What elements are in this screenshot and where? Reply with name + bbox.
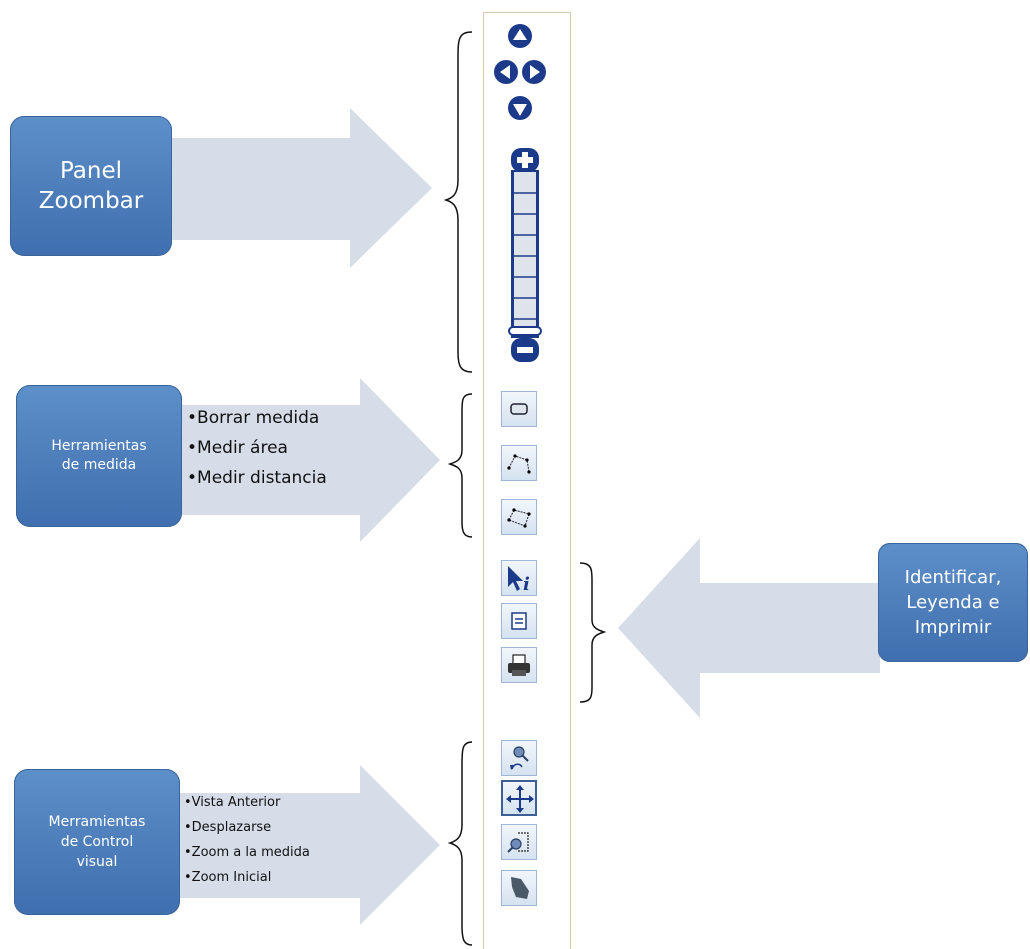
brace-identificar (579, 562, 607, 703)
arrow-medida (180, 378, 440, 542)
medida-bullet-borrar: •Borrar medida (187, 408, 320, 428)
medida-bullet-list: •Borrar medida •Medir área •Medir distan… (187, 403, 327, 493)
measure-area-button[interactable] (501, 445, 537, 481)
brace-zoombar (443, 31, 473, 373)
measure-distance-icon (507, 508, 531, 528)
control-bullet-list: •Vista Anterior •Desplazarse •Zoom a la … (184, 790, 310, 890)
previous-view-button[interactable] (501, 740, 537, 776)
zoom-in-icon[interactable] (511, 148, 539, 172)
callout-identificar: Identificar, Leyenda e Imprimir (878, 543, 1028, 662)
callout-panel-zoombar: Panel Zoombar (10, 116, 172, 256)
pan-icon (506, 785, 534, 813)
callout-control-visual: Merramientas de Control visual (14, 769, 180, 915)
callout-control-visual-label: Merramientas de Control visual (48, 814, 146, 870)
zoom-to-extent-button[interactable] (501, 824, 537, 860)
print-icon (508, 654, 530, 676)
callout-herramientas-medida-label: Herramientas de medida (51, 438, 147, 473)
zoom-to-extent-icon (507, 832, 529, 853)
medida-bullet-area: •Medir área (187, 438, 288, 458)
pan-up-icon[interactable] (508, 24, 532, 48)
pan-left-icon[interactable] (494, 60, 518, 84)
arrow-control (180, 765, 440, 925)
legend-button[interactable] (501, 603, 537, 639)
pan-right-icon[interactable] (522, 60, 546, 84)
print-button[interactable] (501, 647, 537, 683)
medida-bullet-distancia: •Medir distancia (187, 468, 327, 488)
previous-view-icon (510, 746, 529, 770)
brace-medida (447, 393, 473, 538)
identify-icon: i (508, 566, 530, 595)
callout-herramientas-medida: Herramientas de medida (16, 385, 182, 527)
zoom-slider[interactable] (508, 170, 542, 338)
arrow-zoombar (172, 108, 432, 268)
control-bullet-zoom-medida: •Zoom a la medida (184, 845, 310, 860)
clear-measure-icon (510, 403, 528, 415)
measure-distance-button[interactable] (501, 499, 537, 535)
control-bullet-vista-anterior: •Vista Anterior (184, 795, 281, 810)
zoom-bar (508, 148, 542, 362)
pan-controls (494, 24, 546, 120)
control-bullet-desplazarse: •Desplazarse (184, 820, 272, 835)
legend-icon (511, 612, 527, 630)
initial-zoom-button[interactable] (501, 870, 537, 906)
callout-panel-zoombar-label: Panel Zoombar (38, 158, 144, 214)
svg-text:i: i (523, 574, 530, 595)
measure-area-icon (507, 454, 531, 474)
callout-identificar-label: Identificar, Leyenda e Imprimir (904, 567, 1002, 638)
arrow-identificar (618, 538, 880, 718)
zoom-out-icon[interactable] (511, 338, 539, 362)
identify-button[interactable]: i (501, 560, 537, 596)
clear-measure-button[interactable] (501, 391, 537, 427)
brace-control (447, 741, 473, 946)
initial-zoom-icon (511, 877, 529, 899)
pan-down-icon[interactable] (508, 96, 532, 120)
pan-button[interactable] (501, 780, 537, 816)
control-bullet-zoom-inicial: •Zoom Inicial (184, 870, 272, 885)
